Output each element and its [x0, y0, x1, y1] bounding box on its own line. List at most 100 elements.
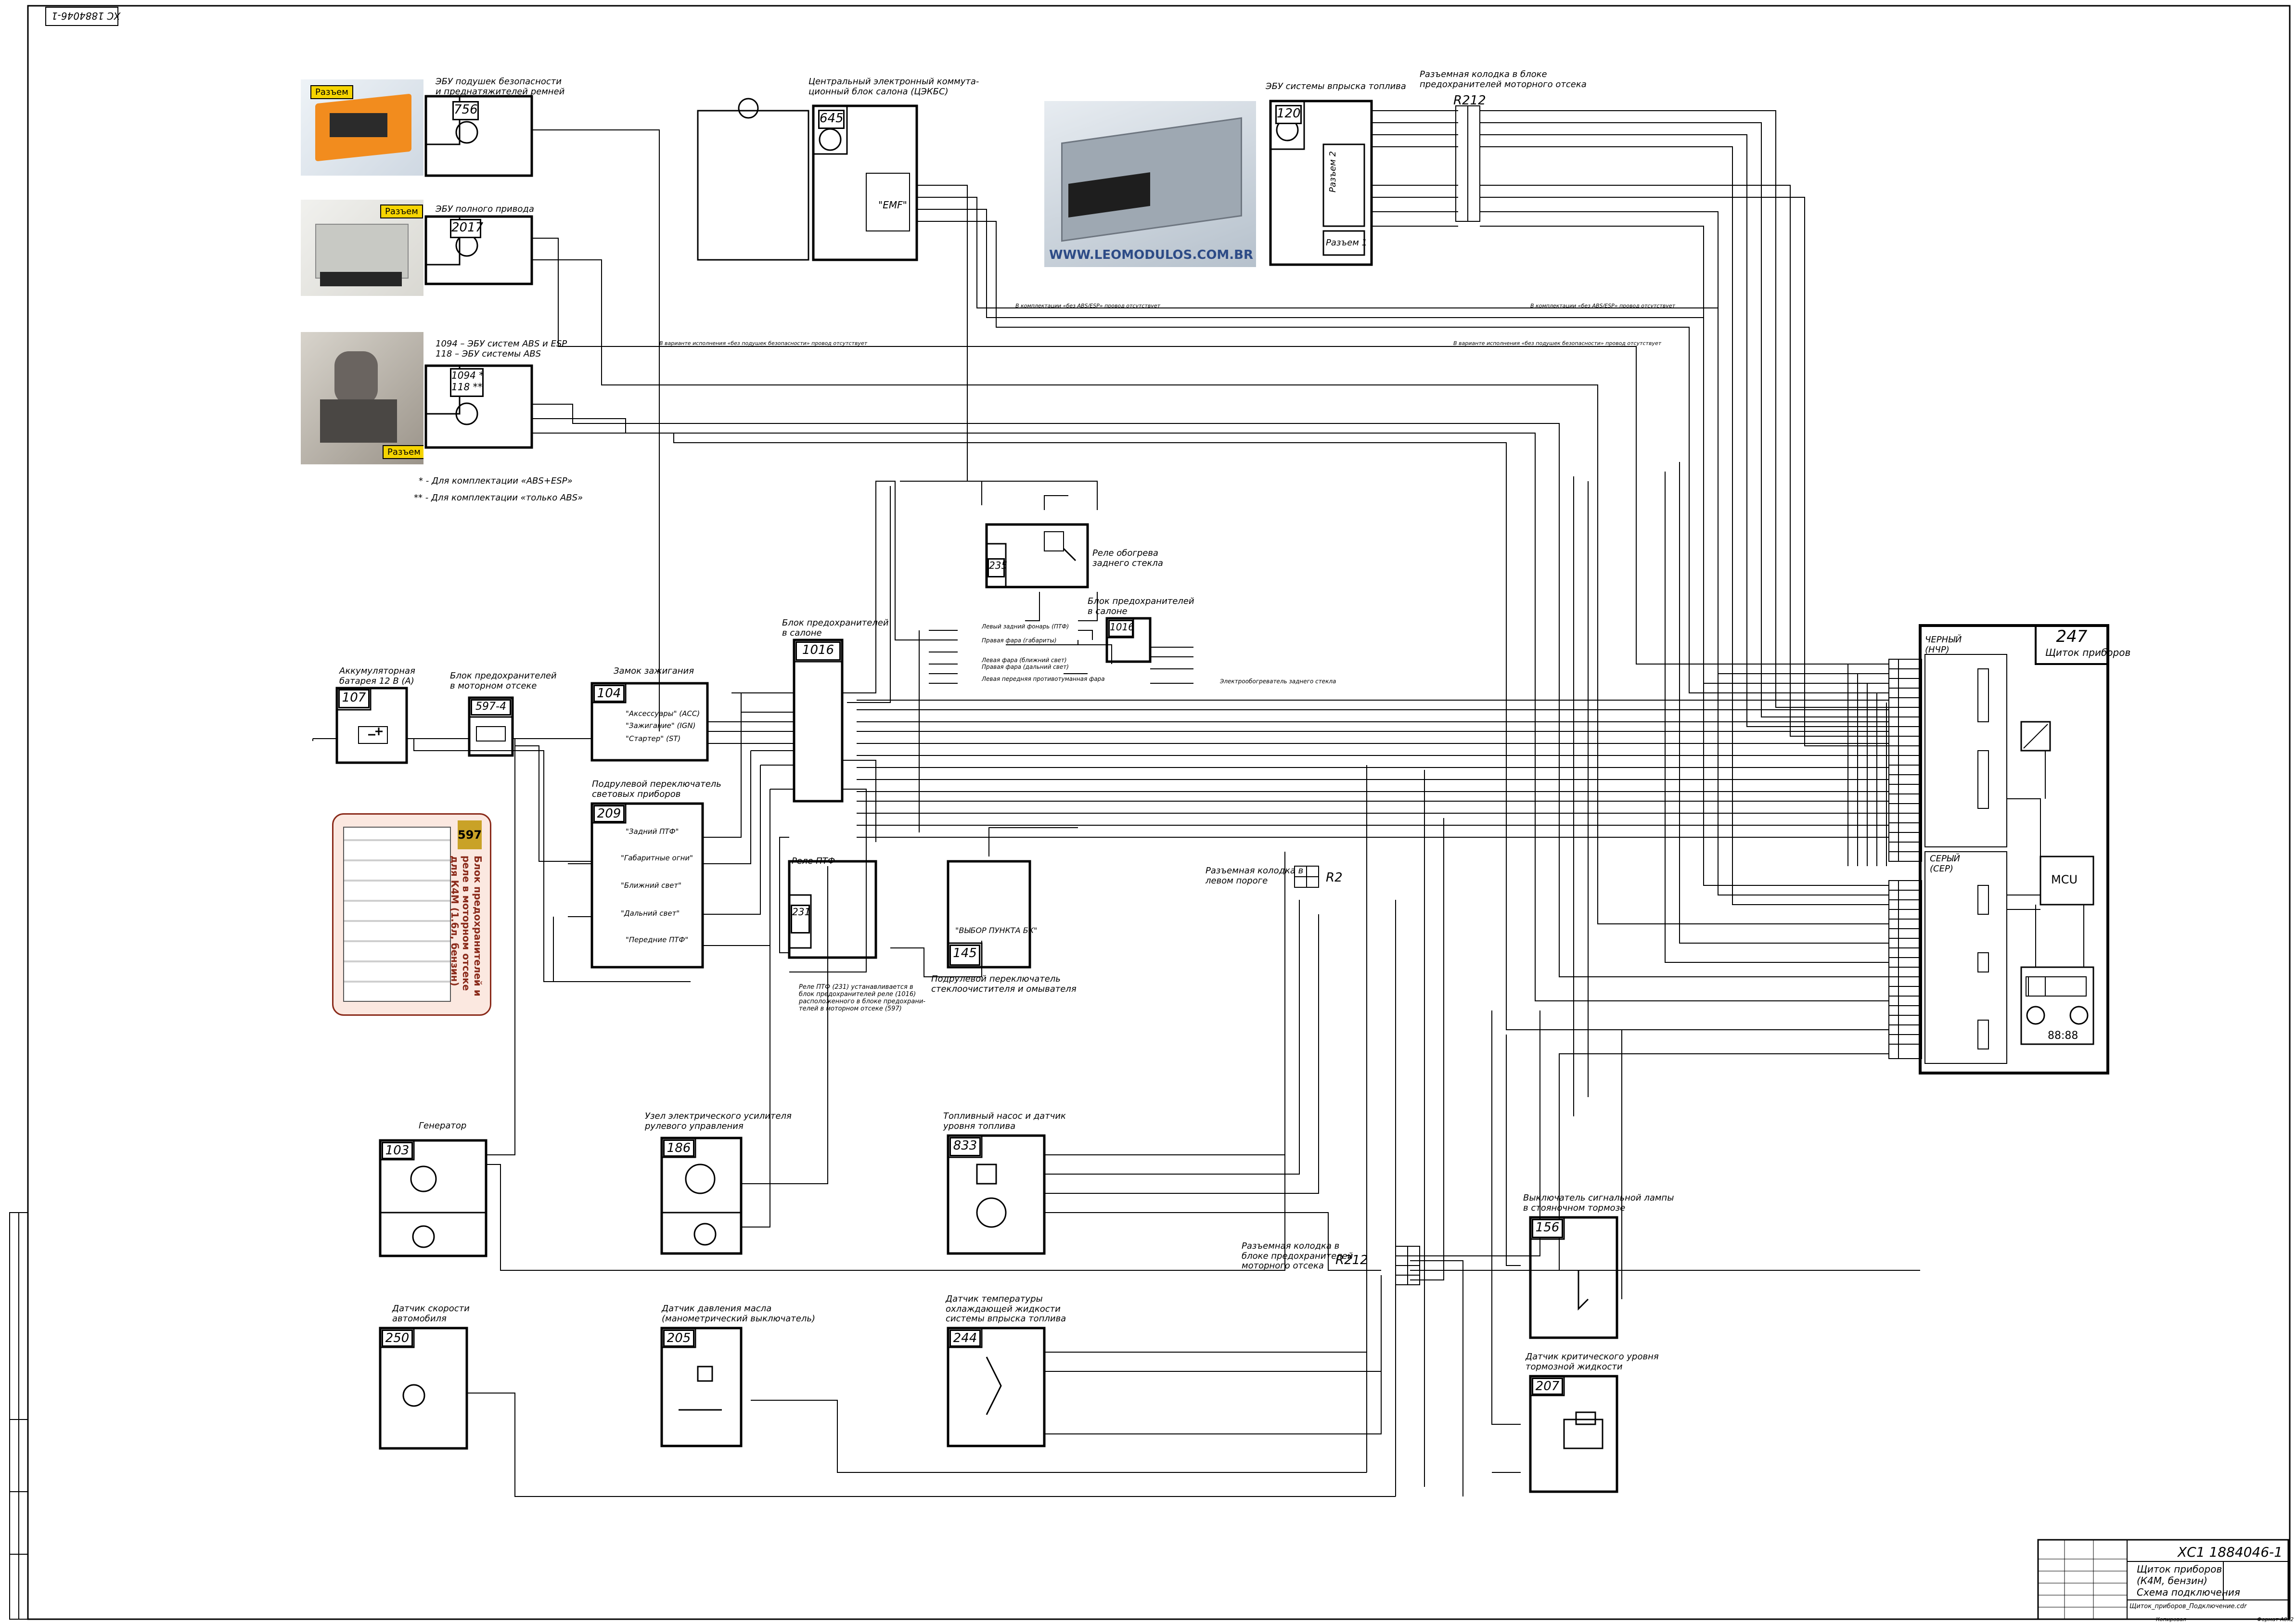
fuel-pump-num: 833 [949, 1137, 981, 1156]
engine-fuse-label: Блок предохранителей в моторном отсеке [450, 671, 557, 691]
title-block [2037, 1539, 2289, 1620]
wire-harness [312, 110, 1920, 1497]
cluster-gray-connector [1888, 880, 1922, 1059]
awd-num: 2017 [450, 219, 483, 238]
r212-top-label: Разъемная колодка в блоке предохранителе… [1420, 69, 1587, 90]
eps-num: 186 [663, 1139, 694, 1157]
light-switch-pos5: "Передние ПТФ" [626, 935, 689, 944]
ptf-relay-note: Реле ПТФ (231) устанавливается в блок пр… [799, 984, 925, 1012]
battery-symbol [368, 728, 383, 736]
fuel-pump-label: Топливный насос и датчик уровня топлива [943, 1111, 1066, 1131]
ecu-conn1: Разъем 1 [1326, 238, 1368, 248]
wire-note-airbag-right: В варианте исполнения «без подушек безоп… [1453, 340, 1662, 346]
lamp-list-4: Левая передняя противотуманная фара [982, 676, 1105, 682]
ecu-conn2: Разъем 2 [1328, 151, 1338, 192]
ecu-num: 120 [1275, 105, 1302, 124]
abs-unit-photo: Разъем [301, 332, 423, 464]
uch-num: 645 [818, 110, 845, 129]
stop-switch-label: Выключатель сигнальной лампы в стояночно… [1523, 1193, 1674, 1213]
heater-note: Электрообогреватель заднего стекла [1220, 678, 1336, 685]
ignition-pos3: "Стартер" (ST) [626, 734, 681, 743]
lower-blocks [379, 1134, 1618, 1493]
connector-tag: Разъем [383, 445, 423, 459]
eps-label: Узел электрического усилителя рулевого у… [645, 1111, 792, 1131]
wiper-switch-num: 145 [949, 945, 980, 966]
mid-left-blocks [335, 639, 1031, 969]
generator-num: 103 [382, 1142, 413, 1159]
fuse-panel-caption: Блок предохранителей и реле в моторном о… [449, 856, 484, 997]
cluster-black-connector [1888, 659, 1922, 862]
speed-sensor-num: 250 [382, 1330, 413, 1347]
ecu-label: ЭБУ системы впрыска топлива [1266, 81, 1406, 91]
footer-right: Формат А0х2 [2257, 1616, 2294, 1623]
oil-sensor-num: 205 [663, 1330, 694, 1347]
cluster-num: 247 [2056, 627, 2088, 646]
coolant-sensor-num: 244 [949, 1330, 981, 1347]
ecu-block [1269, 100, 1480, 266]
wire-note-airbag: В варианте исполнения «без подушек безоп… [659, 340, 868, 346]
ignition-pos2: "Зажигание" (IGN) [626, 721, 696, 730]
ignition-pos1: "Аксессуары" (ACC) [626, 709, 700, 718]
title-line-3: Схема подключения [2137, 1586, 2240, 1598]
cluster-gray-connector-label: СЕРЫЙ (СЕР) [1930, 854, 1960, 874]
airbag-ecu-photo: Разъем [301, 79, 423, 176]
watermark-text: WWW.LEOMODULOS.COM.BR [1049, 248, 1254, 262]
lamp-list-3: Правая фара (дальний свет) [982, 664, 1069, 670]
cabin-fuse-label: Блок предохранителей в салоне [782, 618, 889, 638]
abs-note-2: ** - Для комплектации «только ABS» [414, 493, 583, 503]
coolant-sensor-label: Датчик температуры охлаждающей жидкости … [946, 1294, 1066, 1324]
engine-fuse-num: 597-4 [471, 699, 511, 716]
connector-tag: Разъем [380, 205, 423, 218]
small-fuse-label: Блок предохранителей в салоне [1088, 596, 1194, 616]
ecu-photo: WWW.LEOMODULOS.COM.BR [1044, 101, 1256, 267]
ptf-relay-num: 231 [791, 905, 810, 933]
ignition-num: 104 [593, 685, 625, 702]
battery-label: Аккумуляторная батарея 12 В (A) [339, 666, 415, 686]
awd-ecu-photo: Разъем [301, 200, 423, 296]
lamp-list-2: Левая фара (ближний свет) [982, 657, 1067, 664]
fuse-panel-photo: 597 Блок предохранителей и реле в моторн… [332, 813, 491, 1016]
airbag-label: ЭБУ подушек безопасности и преднатяжител… [436, 77, 565, 97]
connectors [1294, 866, 1420, 1285]
r212-top-num: R212 [1453, 93, 1486, 108]
small-fuse-num: 1016 [1108, 620, 1134, 637]
top-left-ecus [424, 95, 533, 449]
awd-label: ЭБУ полного привода [436, 204, 534, 214]
title-sub: Щиток_приборов_Подключение.cdr [2129, 1603, 2247, 1610]
ptf-relay-label: Реле ПТФ [792, 856, 835, 866]
wire-note-abs: В комплектации «без ABS/ESP» провод отсу… [1015, 303, 1161, 309]
title-line-2: (К4М, бензин) [2137, 1575, 2207, 1586]
oil-sensor-label: Датчик давления масла (манометрический в… [662, 1304, 815, 1324]
wire-note-abs-right: В комплектации «без ABS/ESP» провод отсу… [1530, 303, 1676, 309]
ignition-label: Замок зажигания [614, 666, 694, 676]
speed-sensor-label: Датчик скорости автомобиля [392, 1304, 470, 1324]
airbag-num: 756 [452, 101, 479, 120]
uch-inner: "EMF" [878, 199, 907, 211]
relay-blocks [985, 523, 1152, 663]
light-switch-num: 209 [593, 805, 625, 822]
light-switch-pos4: "Дальний свет" [621, 909, 680, 918]
stop-switch-num: 156 [1532, 1219, 1563, 1238]
rear-heat-relay-label: Реле обогрева заднего стекла [1092, 548, 1163, 568]
cluster-title: Щиток приборов [2045, 647, 2131, 658]
connector-tag: Разъем [310, 85, 353, 99]
brake-fluid-num: 207 [1532, 1378, 1563, 1395]
lamp-left-note: Левый задний фонарь (ПТФ) [982, 623, 1069, 630]
rear-heat-relay-num: 235 [988, 558, 1007, 577]
cabin-fuse-num: 1016 [795, 641, 841, 661]
light-switch-pos2: "Габаритные огни" [621, 854, 693, 862]
brake-fluid-label: Датчик критического уровня тормозной жид… [1526, 1352, 1659, 1372]
uch-label: Центральный электронный коммута- ционный… [808, 77, 979, 97]
wiper-switch-label: Подрулевой переключатель стеклоочистител… [931, 974, 1077, 994]
generator-label: Генератор [419, 1121, 467, 1131]
instrument-cluster [1919, 624, 2109, 1074]
abs-label: 1094 – ЭБУ систем ABS и ESP 118 – ЭБУ си… [436, 339, 567, 359]
cluster-lcd: 88:88 [2048, 1030, 2078, 1042]
light-switch-label: Подрулевой переключатель световых прибор… [592, 779, 721, 799]
corner-code: ХС 1884046-1 [51, 10, 120, 22]
r212-bottom-label: Разъемная колодка в блоке предохранителе… [1242, 1241, 1353, 1271]
component-symbols [402, 118, 1603, 1449]
abs-num: 1094 * 118 ** [450, 368, 484, 397]
title-line-1: Щиток приборов [2137, 1563, 2222, 1575]
